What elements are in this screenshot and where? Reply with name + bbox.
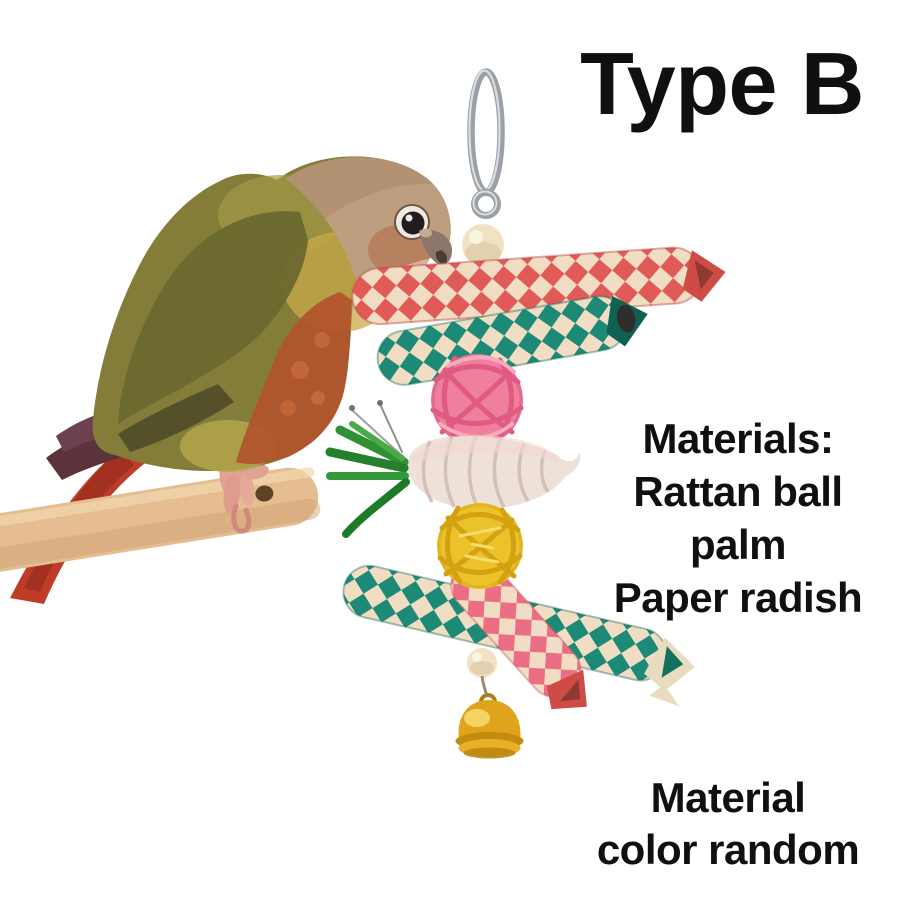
materials-item: Paper radish bbox=[613, 574, 863, 621]
materials-heading: Materials: bbox=[642, 415, 834, 462]
materials-list: Materials: Rattan ball palm Paper radish bbox=[583, 412, 893, 624]
bell bbox=[455, 675, 524, 759]
parrot-wing bbox=[118, 211, 308, 424]
bottom-bead bbox=[467, 648, 497, 678]
materials-item: Rattan ball bbox=[633, 468, 843, 515]
top-bead bbox=[462, 224, 504, 266]
palm-shreds bbox=[325, 400, 410, 538]
perch-hole bbox=[255, 485, 274, 502]
paper-radish bbox=[407, 435, 581, 510]
variant-label: Type B bbox=[580, 34, 864, 133]
parrot bbox=[92, 156, 452, 534]
color-note-line: color random bbox=[596, 826, 860, 873]
color-note-line: Material bbox=[650, 774, 806, 821]
hanging-clip-icon bbox=[467, 68, 505, 219]
color-note: Material color random bbox=[568, 772, 888, 876]
materials-item: palm bbox=[689, 521, 787, 568]
pink-rattan-ball bbox=[430, 354, 524, 446]
wooden-perch bbox=[0, 467, 321, 580]
parrot-beak bbox=[419, 228, 452, 265]
chew-toy bbox=[325, 68, 726, 759]
yellow-rattan-ball bbox=[437, 503, 523, 589]
